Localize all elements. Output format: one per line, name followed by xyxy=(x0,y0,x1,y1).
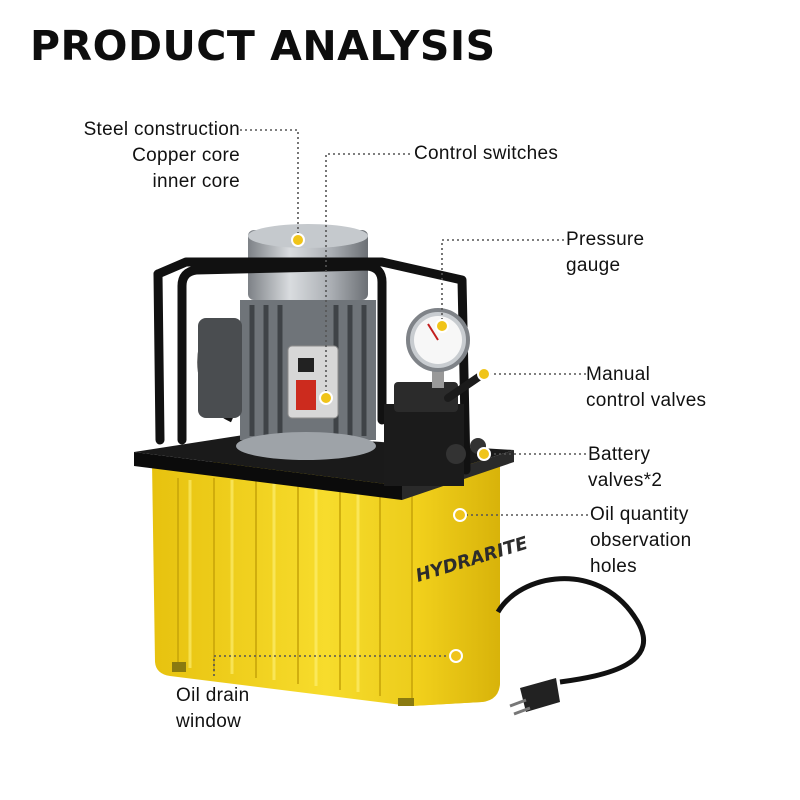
callout-manual: Manual control valves xyxy=(586,362,706,414)
callout-oil-qty: Oil quantity observation holes xyxy=(590,502,692,580)
dot-manual xyxy=(477,367,491,381)
callout-oil-qty-line-3: holes xyxy=(590,556,637,577)
dot-gauge xyxy=(435,319,449,333)
dot-motor xyxy=(291,233,305,247)
callout-gauge-line-2: gauge xyxy=(566,255,621,276)
callout-gauge-line-1: Pressure xyxy=(566,229,645,250)
oil-tank xyxy=(152,458,500,706)
callout-dots xyxy=(291,233,491,663)
callout-switch-line-1: Control switches xyxy=(414,143,559,164)
callout-motor-line-2: Copper core xyxy=(132,145,240,166)
leader-gauge xyxy=(441,239,564,326)
power-cord xyxy=(495,576,646,716)
page-title: PRODUCT ANALYSIS xyxy=(30,22,496,70)
leader-drain xyxy=(213,655,456,678)
leader-switch xyxy=(325,153,410,398)
dot-oil-qty xyxy=(453,508,467,522)
control-switch-box xyxy=(287,345,339,419)
dot-drain xyxy=(449,649,463,663)
callout-motor: Steel construction Copper core inner cor… xyxy=(84,117,240,195)
callout-battery-line-1: Battery xyxy=(588,444,651,465)
valve-block xyxy=(384,368,490,486)
callout-oil-qty-line-1: Oil quantity xyxy=(590,504,689,525)
leader-motor xyxy=(240,129,299,238)
callout-battery: Battery valves*2 xyxy=(588,442,662,494)
callout-drain: Oil drain window xyxy=(176,683,249,735)
callout-gauge: Pressure gauge xyxy=(566,227,644,279)
callout-drain-line-2: window xyxy=(176,711,242,732)
callout-drain-line-1: Oil drain xyxy=(176,685,250,706)
callout-battery-line-2: valves*2 xyxy=(588,470,663,491)
callout-manual-line-1: Manual xyxy=(586,364,651,385)
callout-manual-line-2: control valves xyxy=(586,390,707,411)
pressure-gauge xyxy=(406,308,470,388)
callout-motor-line-1: Steel construction xyxy=(83,119,240,140)
callout-motor-line-3: inner core xyxy=(152,171,240,192)
electric-motor xyxy=(236,224,376,460)
callout-leaders xyxy=(213,129,588,678)
dot-switch xyxy=(319,391,333,405)
dot-battery xyxy=(477,447,491,461)
callout-oil-qty-line-2: observation xyxy=(590,530,692,551)
callout-switch: Control switches xyxy=(414,141,558,167)
